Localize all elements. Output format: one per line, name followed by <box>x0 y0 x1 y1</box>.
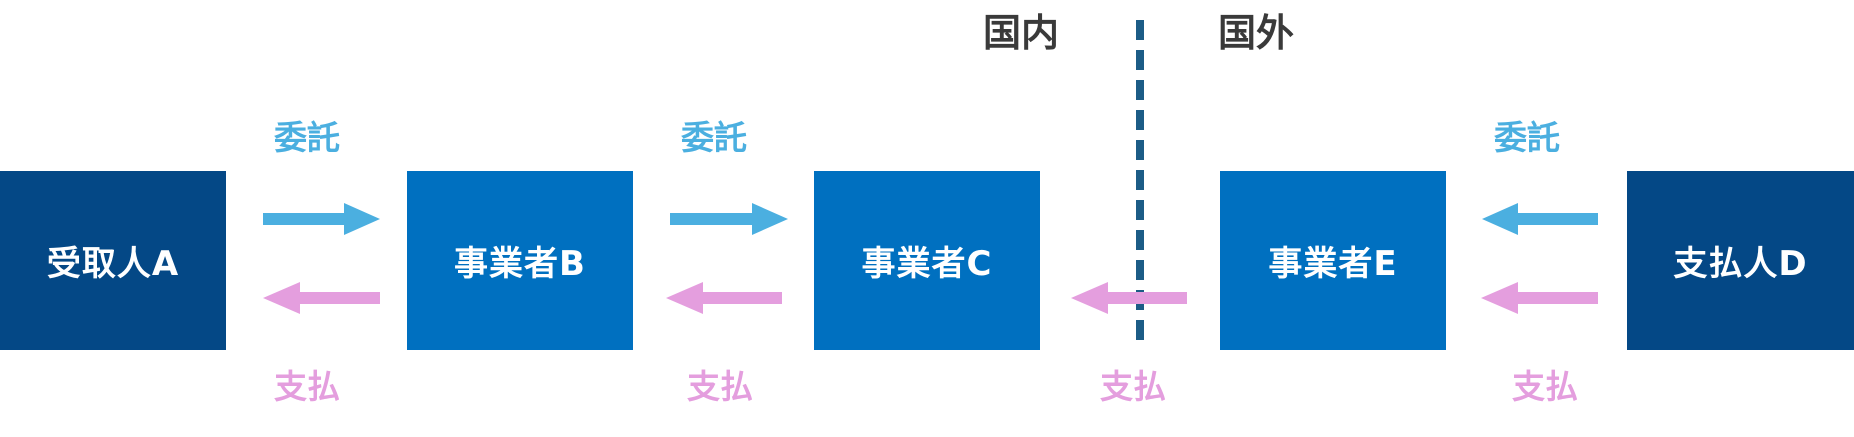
shiharai-label-d-e: 支払 <box>1512 367 1578 406</box>
node-business-e: 事業者E <box>1220 171 1446 350</box>
itaku-label-d-e: 委託 <box>1494 118 1560 157</box>
itaku-arrow-b-c <box>670 203 788 235</box>
itaku-arrow-a-b <box>263 203 380 235</box>
shiharai-label-b-a: 支払 <box>274 367 340 406</box>
itaku-label-a-b: 委託 <box>274 118 340 157</box>
shiharai-arrow-e-c <box>1071 282 1187 314</box>
region-foreign-label: 国外 <box>1218 11 1295 55</box>
node-business-b-label: 事業者B <box>454 244 586 284</box>
shiharai-arrow-c-b <box>666 282 782 314</box>
node-recipient-a-label: 受取人A <box>46 244 180 284</box>
node-business-b: 事業者B <box>407 171 633 350</box>
node-recipient-a: 受取人A <box>0 171 226 350</box>
itaku-arrow-d-e <box>1482 203 1598 235</box>
node-business-c: 事業者C <box>814 171 1040 350</box>
shiharai-arrow-b-a <box>263 282 380 314</box>
node-payer-d-label: 支払人D <box>1673 244 1808 284</box>
node-business-e-label: 事業者E <box>1268 244 1398 284</box>
itaku-label-b-c: 委託 <box>681 118 747 157</box>
region-domestic-label: 国内 <box>983 11 1060 55</box>
shiharai-label-e-c: 支払 <box>1100 367 1166 406</box>
node-payer-d: 支払人D <box>1627 171 1854 350</box>
shiharai-label-c-b: 支払 <box>687 367 753 406</box>
shiharai-arrow-d-e <box>1481 282 1598 314</box>
node-business-c-label: 事業者C <box>861 244 993 284</box>
